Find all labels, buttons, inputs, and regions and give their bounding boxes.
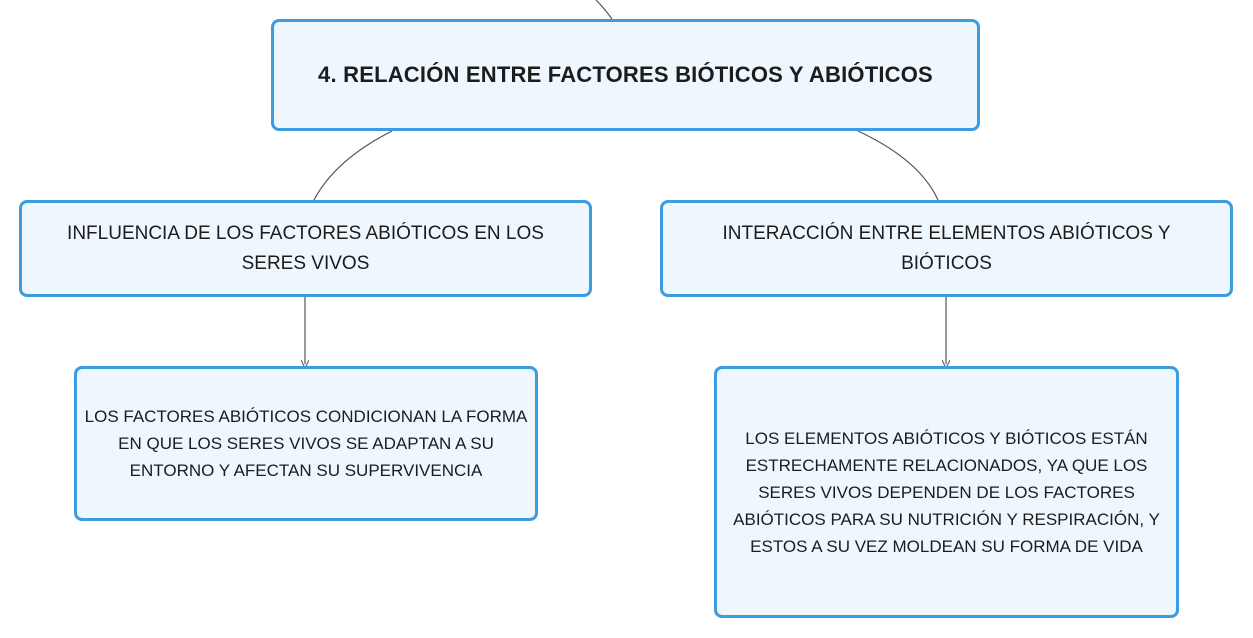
connector-root-to-right-branch bbox=[857, 130, 939, 201]
branch-node-interaction-label: INTERACCIÓN ENTRE ELEMENTOS ABIÓTICOS Y … bbox=[722, 222, 1171, 274]
leaf-node-influence-detail[interactable]: LOS FACTORES ABIÓTICOS CONDICIONAN LA FO… bbox=[74, 366, 538, 521]
leaf-node-influence-detail-text: LOS FACTORES ABIÓTICOS CONDICIONAN LA FO… bbox=[84, 407, 528, 480]
connector-root-to-left-branch bbox=[313, 130, 393, 201]
root-node-label: 4. RELACIÓN ENTRE FACTORES BIÓTICOS Y AB… bbox=[318, 62, 933, 87]
branch-node-influence-label: INFLUENCIA DE LOS FACTORES ABIÓTICOS EN … bbox=[67, 222, 544, 274]
leaf-node-interaction-detail-text: LOS ELEMENTOS ABIÓTICOS Y BIÓTICOS ESTÁN… bbox=[733, 428, 1160, 556]
branch-node-interaction[interactable]: INTERACCIÓN ENTRE ELEMENTOS ABIÓTICOS Y … bbox=[660, 200, 1233, 297]
branch-node-influence[interactable]: INFLUENCIA DE LOS FACTORES ABIÓTICOS EN … bbox=[19, 200, 592, 297]
connector-from-parent bbox=[595, 0, 613, 20]
root-node[interactable]: 4. RELACIÓN ENTRE FACTORES BIÓTICOS Y AB… bbox=[271, 19, 980, 131]
leaf-node-interaction-detail[interactable]: LOS ELEMENTOS ABIÓTICOS Y BIÓTICOS ESTÁN… bbox=[714, 366, 1179, 618]
